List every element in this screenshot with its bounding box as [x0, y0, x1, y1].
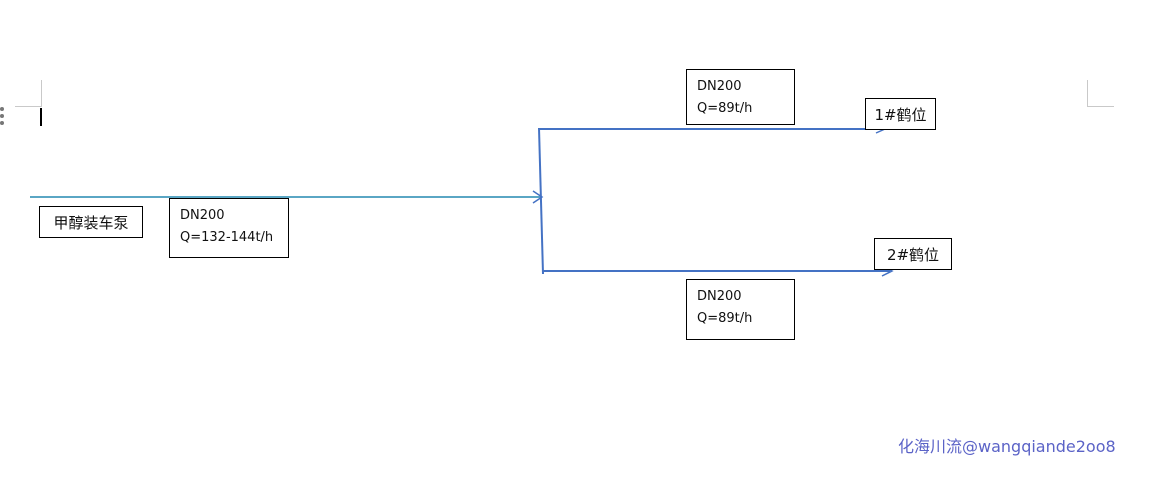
branch-2-size: DN200	[697, 289, 742, 304]
main-pipe-arrowhead	[532, 190, 544, 204]
main-pipe-info[interactable]: DN200 Q=132-144t/h	[169, 198, 289, 258]
branch-1-flow: Q=89t/h	[697, 101, 753, 116]
branch-2-flow: Q=89t/h	[697, 311, 753, 326]
watermark: 化海川流@wangqiande2oo8	[898, 437, 1116, 456]
branch-1-destination[interactable]: 1#鹤位	[865, 98, 936, 130]
branch-2-destination[interactable]: 2#鹤位	[874, 238, 952, 270]
drag-handle-icon[interactable]	[0, 107, 6, 128]
page-corner-mark-left	[15, 80, 42, 107]
pump-label[interactable]: 甲醇装车泵	[39, 206, 143, 238]
branch-1-size: DN200	[697, 79, 742, 94]
branch-2-info[interactable]: DN200 Q=89t/h	[686, 279, 795, 340]
text-cursor	[40, 108, 42, 126]
main-pipe-size: DN200	[180, 208, 225, 223]
branch-1-info[interactable]: DN200 Q=89t/h	[686, 69, 795, 125]
manifold-line	[538, 127, 544, 275]
page-corner-mark-right	[1087, 80, 1114, 107]
main-pipe-flow: Q=132-144t/h	[180, 230, 274, 245]
